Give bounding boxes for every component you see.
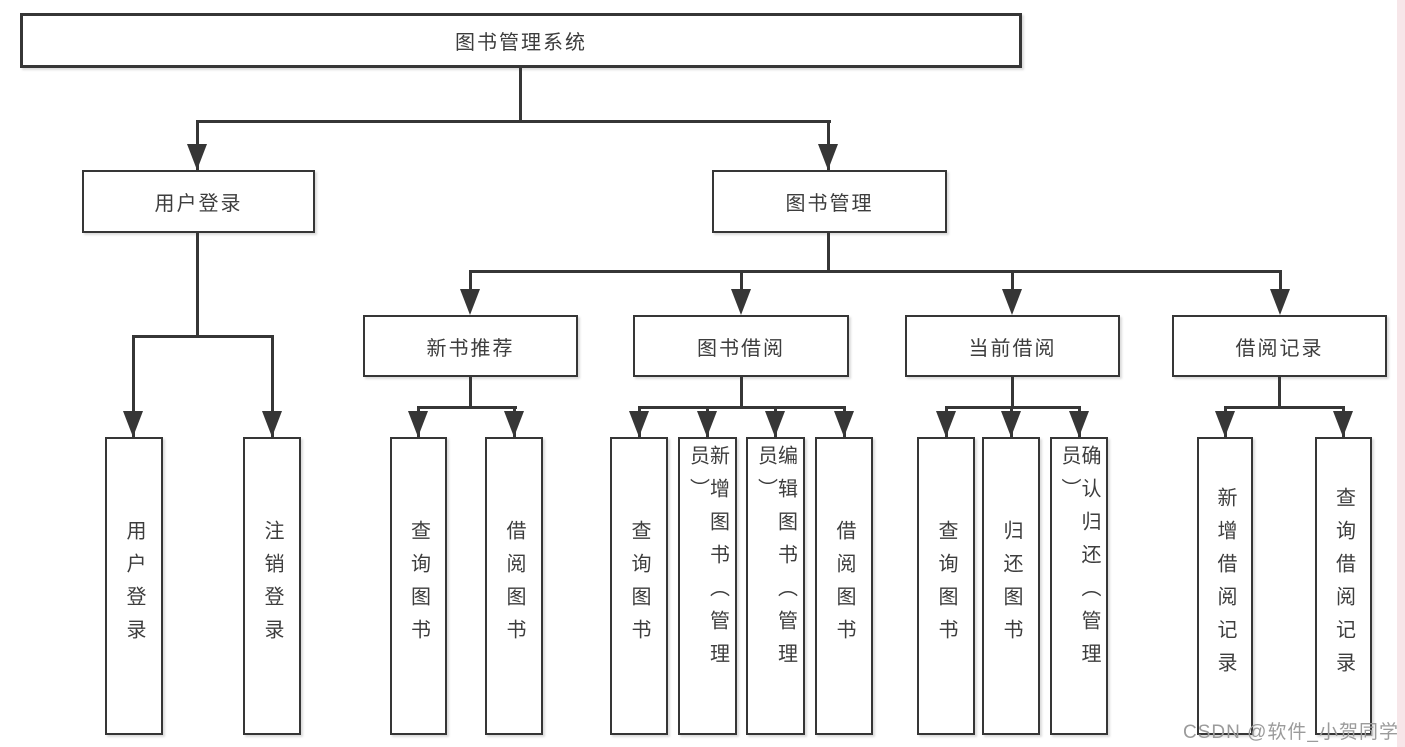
leaf-query-books-recommend: 查询图书 [390,437,447,735]
connector-line [271,335,274,437]
leaf-query-borrow-record: 查询借阅记录 [1315,437,1372,735]
connector-line [638,406,846,409]
leaf-add-borrow-record: 新增借阅记录 [1197,437,1253,735]
leaf-logout: 注销登录 [243,437,301,735]
connector-line [827,233,830,273]
node-book-borrow: 图书借阅 [633,315,849,377]
connector-line [1224,406,1345,409]
connector-line [469,377,472,409]
leaf-user-login: 用户登录 [105,437,163,735]
arrowhead-down-icon [1333,411,1353,437]
connector-line [1278,377,1281,409]
connector-line [469,270,1282,273]
arrowhead-down-icon [1069,411,1089,437]
arrowhead-down-icon [1215,411,1235,437]
leaf-edit-books-admin: 编辑图书（管理员） [746,437,805,735]
arrowhead-down-icon [1270,289,1290,315]
connector-line [1279,270,1282,291]
arrowhead-down-icon [1002,289,1022,315]
arrowhead-down-icon [408,411,428,437]
arrowhead-down-icon [460,289,480,315]
connector-line [740,377,743,409]
connector-line [417,406,517,409]
connector-line [132,335,135,437]
arrowhead-down-icon [697,411,717,437]
connector-line [196,233,199,338]
arrowhead-down-icon [834,411,854,437]
node-root: 图书管理系统 [20,13,1022,68]
node-current-borrow: 当前借阅 [905,315,1120,377]
connector-line [132,335,274,338]
connector-line [519,68,522,123]
connector-line [1011,377,1014,409]
node-user-login: 用户登录 [82,170,315,233]
arrowhead-down-icon [262,411,282,437]
arrowhead-down-icon [123,411,143,437]
arrowhead-down-icon [765,411,785,437]
leaf-borrow-books-recommend: 借阅图书 [485,437,543,735]
connector-line [469,270,472,291]
node-new-book-recommend: 新书推荐 [363,315,578,377]
arrowhead-down-icon [187,144,207,170]
right-edge-tint [1397,0,1405,747]
node-book-management: 图书管理 [712,170,947,233]
arrowhead-down-icon [1001,411,1021,437]
leaf-query-books-borrow: 查询图书 [610,437,668,735]
arrowhead-down-icon [818,144,838,170]
csdn-watermark: CSDN @软件_小贺同学 [1183,722,1399,743]
connector-line [196,120,831,123]
leaf-add-books-admin: 新增图书（管理员） [678,437,737,735]
connector-line [740,270,743,291]
connector-line [1011,270,1014,291]
connector-line [945,406,1081,409]
arrowhead-down-icon [936,411,956,437]
leaf-confirm-return-admin: 确认归还（管理员） [1050,437,1108,735]
leaf-query-books-current: 查询图书 [917,437,975,735]
arrowhead-down-icon [504,411,524,437]
leaf-return-books: 归还图书 [982,437,1040,735]
arrowhead-down-icon [629,411,649,437]
leaf-borrow-books: 借阅图书 [815,437,873,735]
node-borrow-record: 借阅记录 [1172,315,1387,377]
arrowhead-down-icon [731,289,751,315]
